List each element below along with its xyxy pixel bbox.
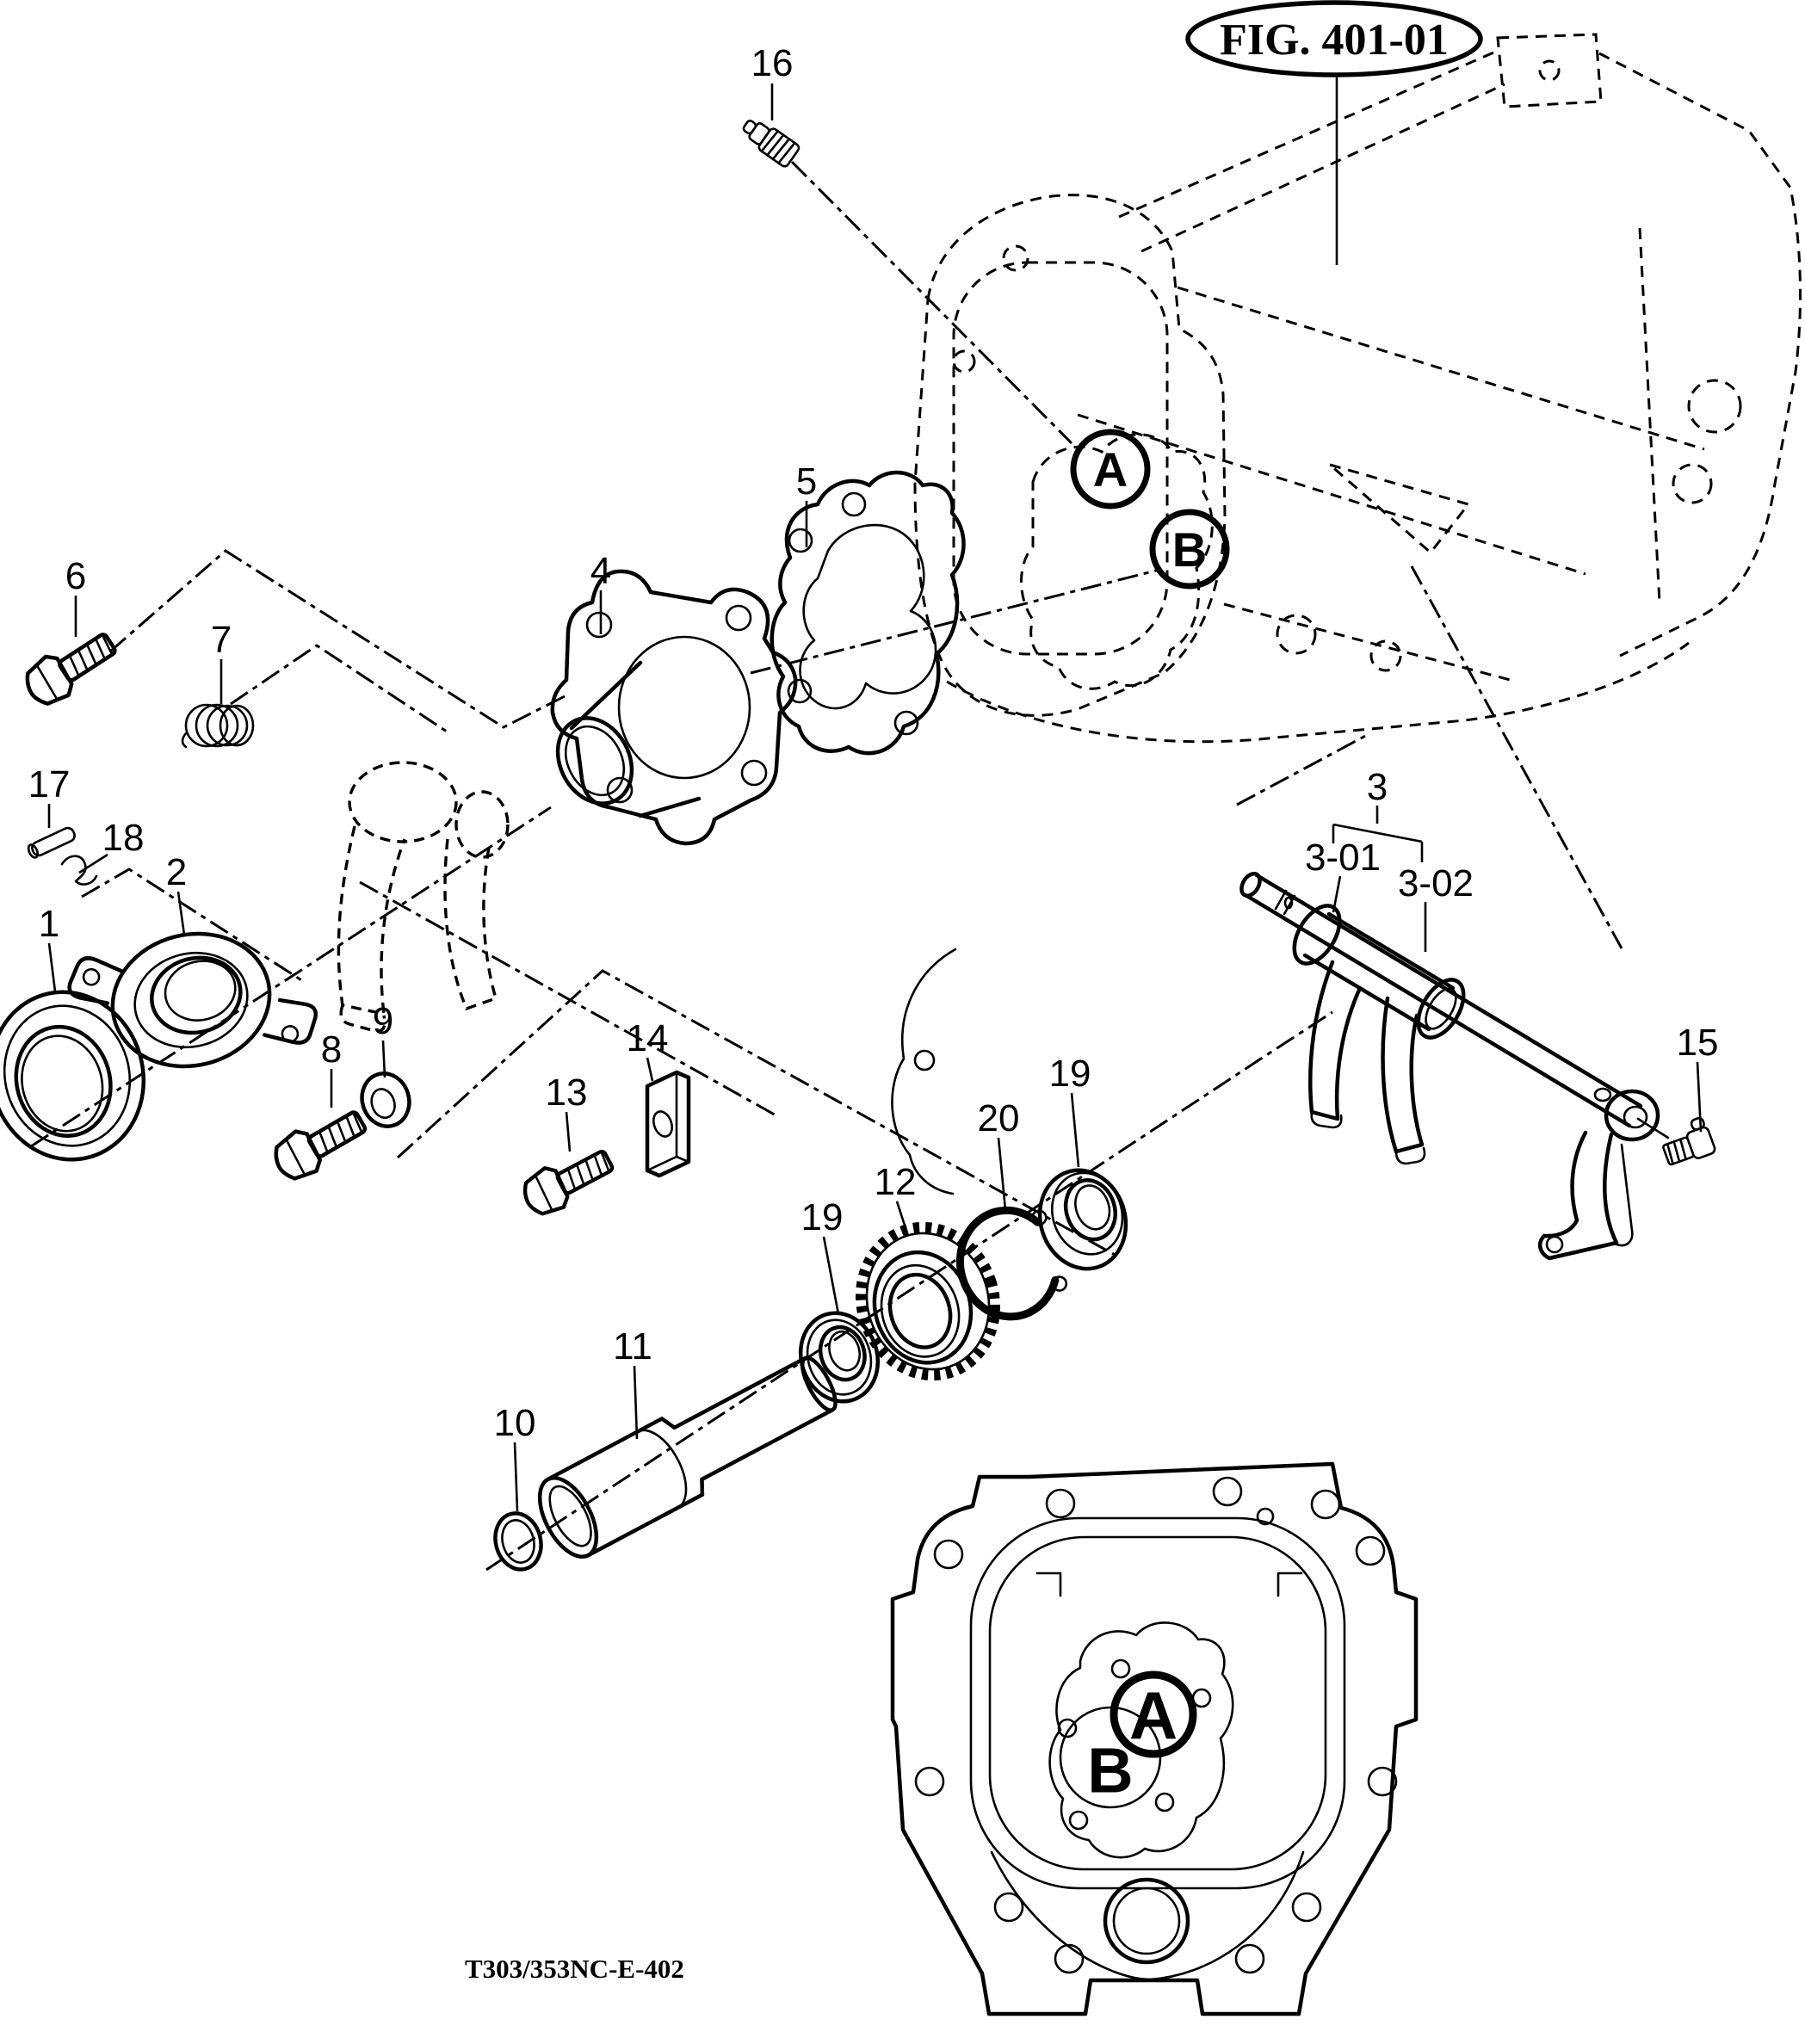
part-label-19a: 19 bbox=[801, 1196, 844, 1238]
part-label-16: 16 bbox=[751, 42, 794, 84]
marker-circle-main-B bbox=[1149, 509, 1230, 590]
leader-part-11 bbox=[633, 1365, 639, 1440]
marker-letter-main-A: A bbox=[1093, 442, 1128, 497]
part-label-18: 18 bbox=[102, 817, 145, 859]
label-3-bracket bbox=[1332, 823, 1424, 862]
part-12-gear bbox=[855, 1221, 1001, 1381]
marker-circle-main-A bbox=[1070, 429, 1151, 509]
part-19-bearing-right bbox=[1037, 1168, 1128, 1271]
part-8-bolt bbox=[268, 1101, 371, 1187]
part-17-pin bbox=[27, 826, 76, 859]
leader-part-18 bbox=[78, 853, 108, 874]
part-label-4: 4 bbox=[590, 550, 611, 592]
housing-gasket-edge bbox=[891, 948, 957, 1195]
part-16-breather-fitting bbox=[742, 120, 801, 168]
part-5-gasket bbox=[770, 470, 966, 756]
leader-part-15 bbox=[1696, 1061, 1703, 1133]
leader-part-1 bbox=[47, 942, 57, 992]
leader-part-12 bbox=[895, 1201, 910, 1237]
transmission-housing-ghost bbox=[913, 33, 1802, 744]
part-label-12: 12 bbox=[875, 1161, 917, 1203]
part-4-bearing-retainer bbox=[550, 569, 798, 846]
construction-lines bbox=[30, 160, 1623, 1572]
part-label-6: 6 bbox=[65, 555, 86, 597]
part-18-spring-clip bbox=[60, 855, 98, 886]
part-label-3-01: 3-01 bbox=[1305, 837, 1381, 879]
part-label-14: 14 bbox=[627, 1017, 669, 1059]
part-label-20: 20 bbox=[978, 1097, 1020, 1139]
part-2-release-bearing bbox=[67, 931, 318, 1069]
part-label-1: 1 bbox=[39, 903, 59, 945]
marker-letter-main-B: B bbox=[1172, 522, 1207, 577]
leader-part-13 bbox=[565, 1111, 572, 1152]
part-label-3-02: 3-02 bbox=[1398, 862, 1474, 905]
leader-part-19b bbox=[1070, 1092, 1080, 1168]
part-label-2: 2 bbox=[166, 851, 187, 893]
marker-circle-inset-A bbox=[1110, 1670, 1197, 1758]
leader-part-19a bbox=[822, 1236, 840, 1315]
part-7-spring bbox=[181, 703, 255, 749]
part-label-3: 3 bbox=[1367, 766, 1388, 808]
part-label-19b: 19 bbox=[1049, 1053, 1091, 1095]
part-14-lock-plate bbox=[645, 1070, 691, 1178]
part-label-10: 10 bbox=[494, 1402, 536, 1444]
leader-part-14 bbox=[646, 1057, 654, 1082]
part-label-13: 13 bbox=[546, 1071, 588, 1114]
rear-housing-inset bbox=[890, 1461, 1419, 2016]
figure-callout-ellipse bbox=[1185, 0, 1483, 77]
clutch-fork-ghost bbox=[337, 761, 510, 1033]
part-label-11: 11 bbox=[613, 1325, 652, 1368]
figure-callout-title: FIG. 401-01 bbox=[1220, 15, 1449, 65]
part-10-oring bbox=[493, 1511, 543, 1572]
part-label-17: 17 bbox=[28, 763, 71, 806]
part-15-grease-fitting bbox=[1662, 1116, 1716, 1166]
part-labels-layer: 16671718214589131419122019111033-013-021… bbox=[28, 42, 1719, 1512]
part-9-washer bbox=[360, 1071, 411, 1128]
part-3-shift-rail-assembly bbox=[1239, 871, 1660, 1261]
figure-callout: FIG. 401-01 bbox=[1185, 0, 1483, 265]
leader-part-3-01 bbox=[1332, 875, 1342, 913]
part-label-5: 5 bbox=[796, 460, 817, 503]
part-label-15: 15 bbox=[1677, 1022, 1719, 1064]
part-13-bolt bbox=[517, 1139, 618, 1220]
leader-part-2 bbox=[176, 891, 186, 936]
part-11-shaft bbox=[537, 1355, 838, 1559]
leader-part-10 bbox=[513, 1442, 519, 1512]
leader-part-20 bbox=[997, 1137, 1007, 1211]
part-label-9: 9 bbox=[373, 1000, 393, 1042]
leader-part-9 bbox=[381, 1040, 386, 1078]
part-6-bolt bbox=[19, 623, 122, 712]
part-label-8: 8 bbox=[321, 1028, 342, 1071]
marker-letter-inset-A: A bbox=[1129, 1677, 1178, 1753]
drawing-code: T303/353NC-E-402 bbox=[465, 1954, 684, 1984]
part-label-7: 7 bbox=[211, 619, 232, 661]
marker-letter-inset-B: B bbox=[1087, 1735, 1133, 1806]
part-19-bearing-left bbox=[798, 1311, 881, 1404]
